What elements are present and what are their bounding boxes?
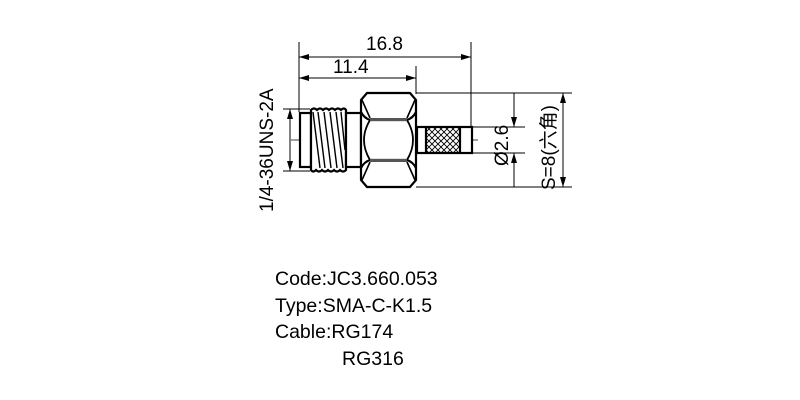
cable-label: Cable:: [275, 321, 332, 343]
spec-block: Code:JC3.660.053 Type:SMA-C-K1.5 Cable:R…: [275, 266, 438, 372]
code-value: JC3.660.053: [327, 268, 438, 290]
cable-diameter-label: Ø2.6: [492, 125, 513, 166]
cable-value-1: RG174: [331, 321, 394, 343]
type-value: SMA-C-K1.5: [322, 294, 433, 317]
hex-size-label: S=8(六角): [538, 105, 560, 190]
code-row: Code:JC3.660.053: [275, 266, 438, 293]
crimp-ferrule: [415, 125, 474, 155]
type-label: Type:: [275, 294, 323, 317]
body-length-label: 11.4: [333, 57, 369, 78]
hex-nut: [359, 91, 418, 189]
cable-row-2: RG316: [275, 346, 438, 373]
connector-technical-drawing: 16.8 11.4 1/4-36UNS-2A Ø2.6 S=8(六角): [257, 34, 572, 212]
code-label: Code:: [275, 268, 328, 290]
thread-spec-label: 1/4-36UNS-2A: [257, 88, 278, 212]
cable-row: Cable:RG174: [275, 319, 438, 346]
dimension-lines: [287, 54, 566, 187]
type-row: Type:SMA-C-K1.5: [275, 293, 438, 320]
overall-length-label: 16.8: [366, 34, 403, 55]
cable-value-2: RG316: [342, 347, 404, 370]
threaded-body: [298, 107, 363, 173]
